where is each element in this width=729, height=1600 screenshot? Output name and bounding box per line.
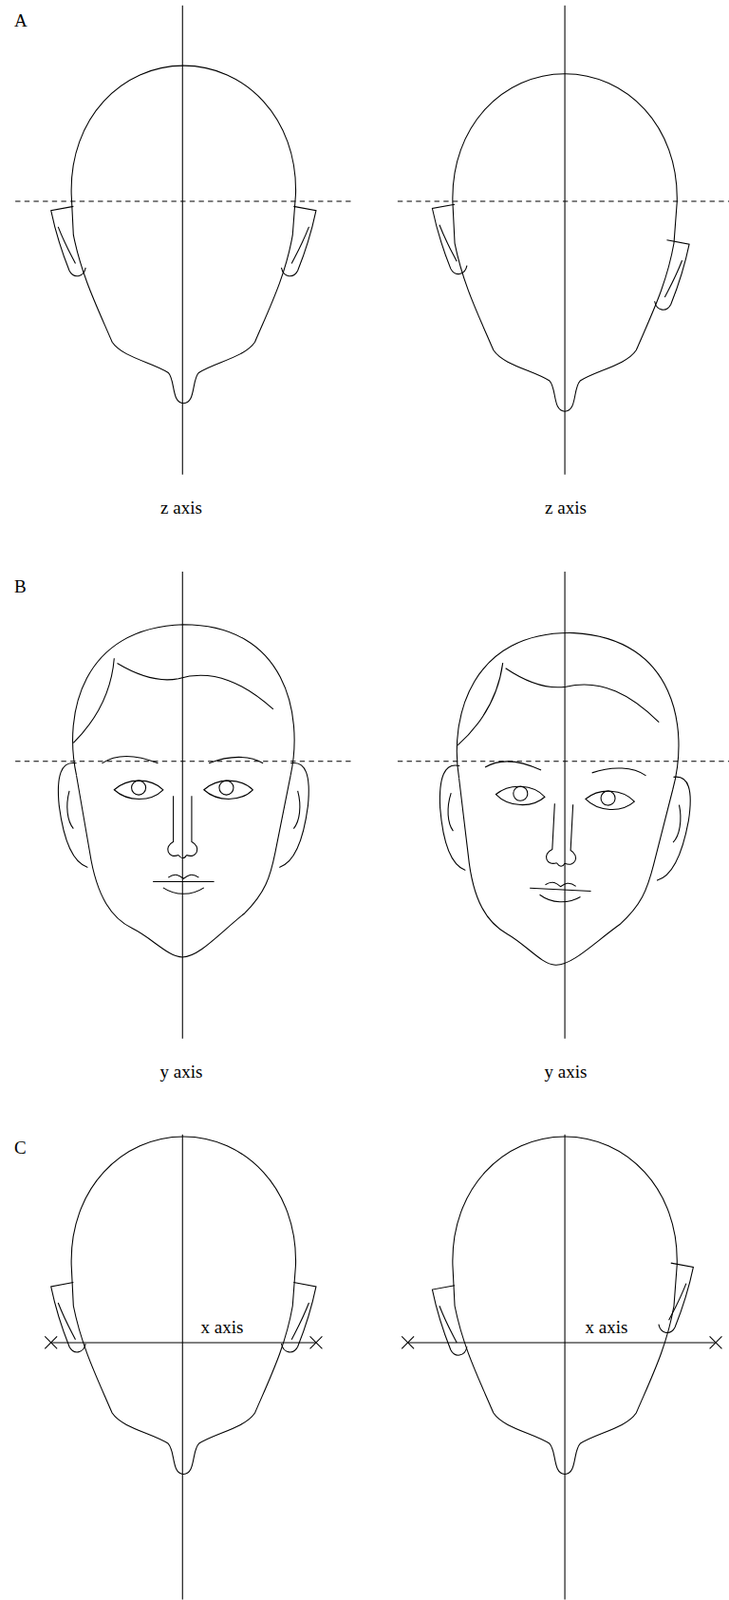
panel-letter: B [12, 576, 29, 597]
axis-label: x axis [583, 1316, 631, 1337]
panel-letter: A [12, 10, 30, 31]
axis-label: y axis [158, 1061, 206, 1082]
axis-label: z axis [158, 497, 205, 518]
axis-label: y axis [542, 1061, 590, 1082]
axis-label: x axis [199, 1316, 246, 1337]
panel-letter: C [12, 1137, 29, 1158]
axis-label: z axis [542, 497, 589, 518]
